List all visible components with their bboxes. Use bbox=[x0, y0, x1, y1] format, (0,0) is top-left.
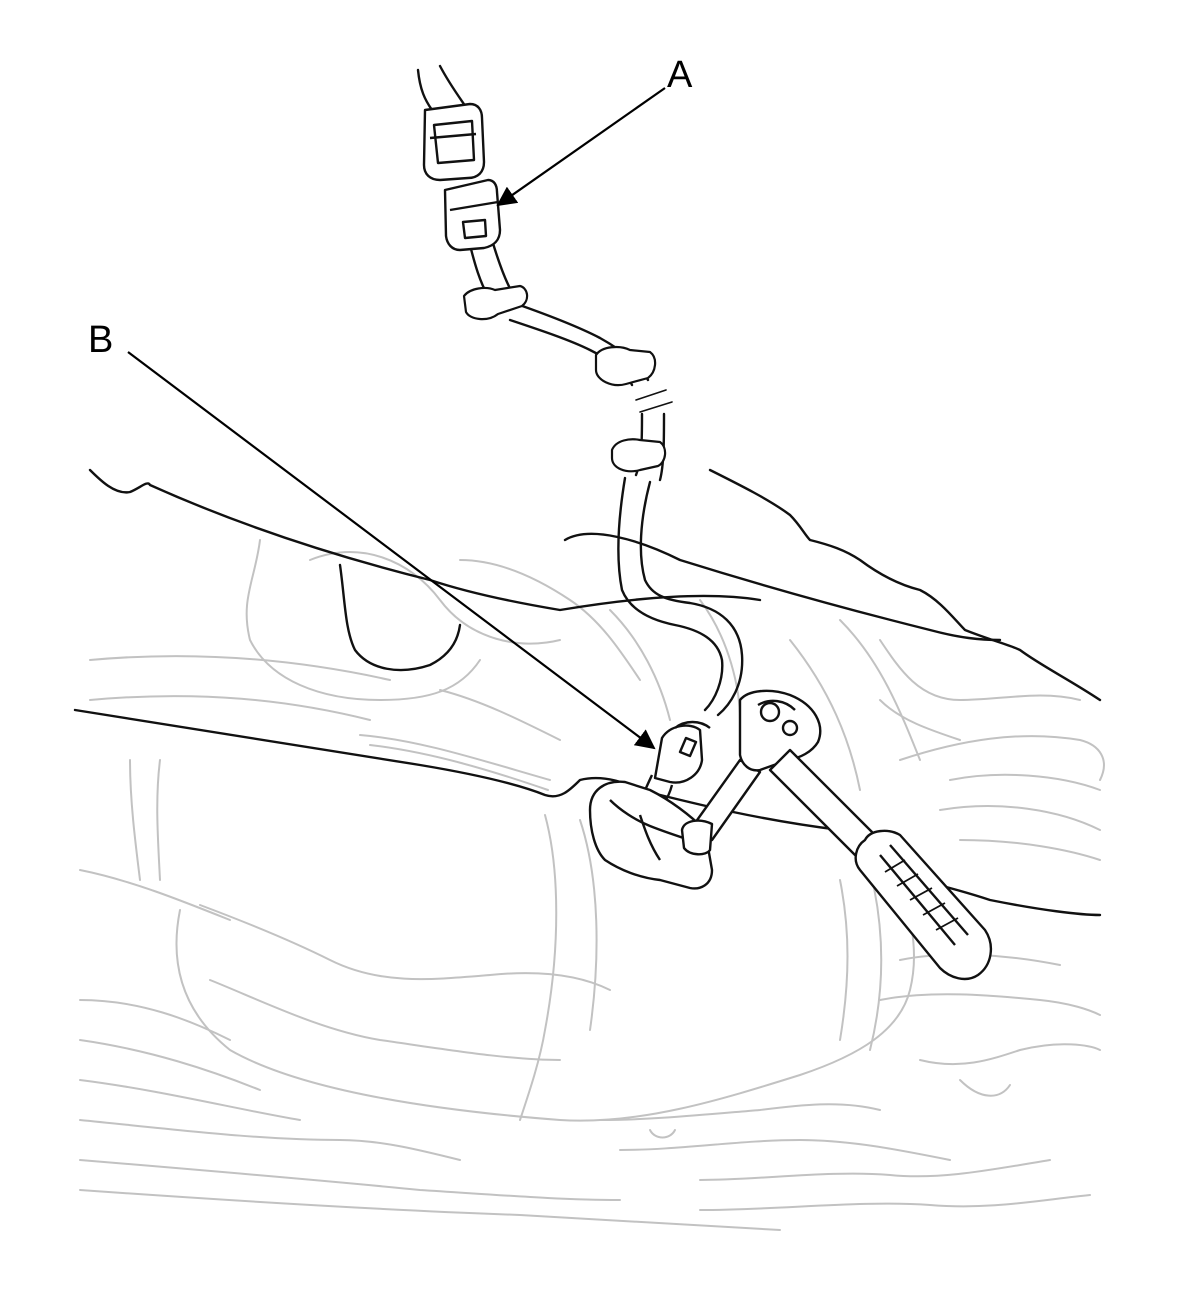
harness-connector-female bbox=[443, 178, 502, 252]
callout-a-label: A bbox=[667, 54, 693, 96]
harness-connector-male bbox=[422, 102, 486, 182]
chassis-rail-edge bbox=[73, 708, 842, 832]
ratchet-wrench bbox=[680, 689, 993, 981]
callout-a-leader bbox=[496, 87, 666, 207]
harness-clips bbox=[462, 284, 667, 473]
callout-b-label: B bbox=[88, 319, 113, 361]
exhaust-flange bbox=[588, 780, 714, 890]
callout-b-leader bbox=[127, 351, 656, 750]
catalytic-converter-outline bbox=[175, 869, 915, 1122]
callout-a: A bbox=[496, 54, 693, 207]
callout-b: B bbox=[88, 319, 656, 750]
floor-panel-edge bbox=[88, 468, 762, 612]
underbody-background bbox=[79, 539, 1105, 1231]
right-body-contour bbox=[708, 468, 1102, 702]
